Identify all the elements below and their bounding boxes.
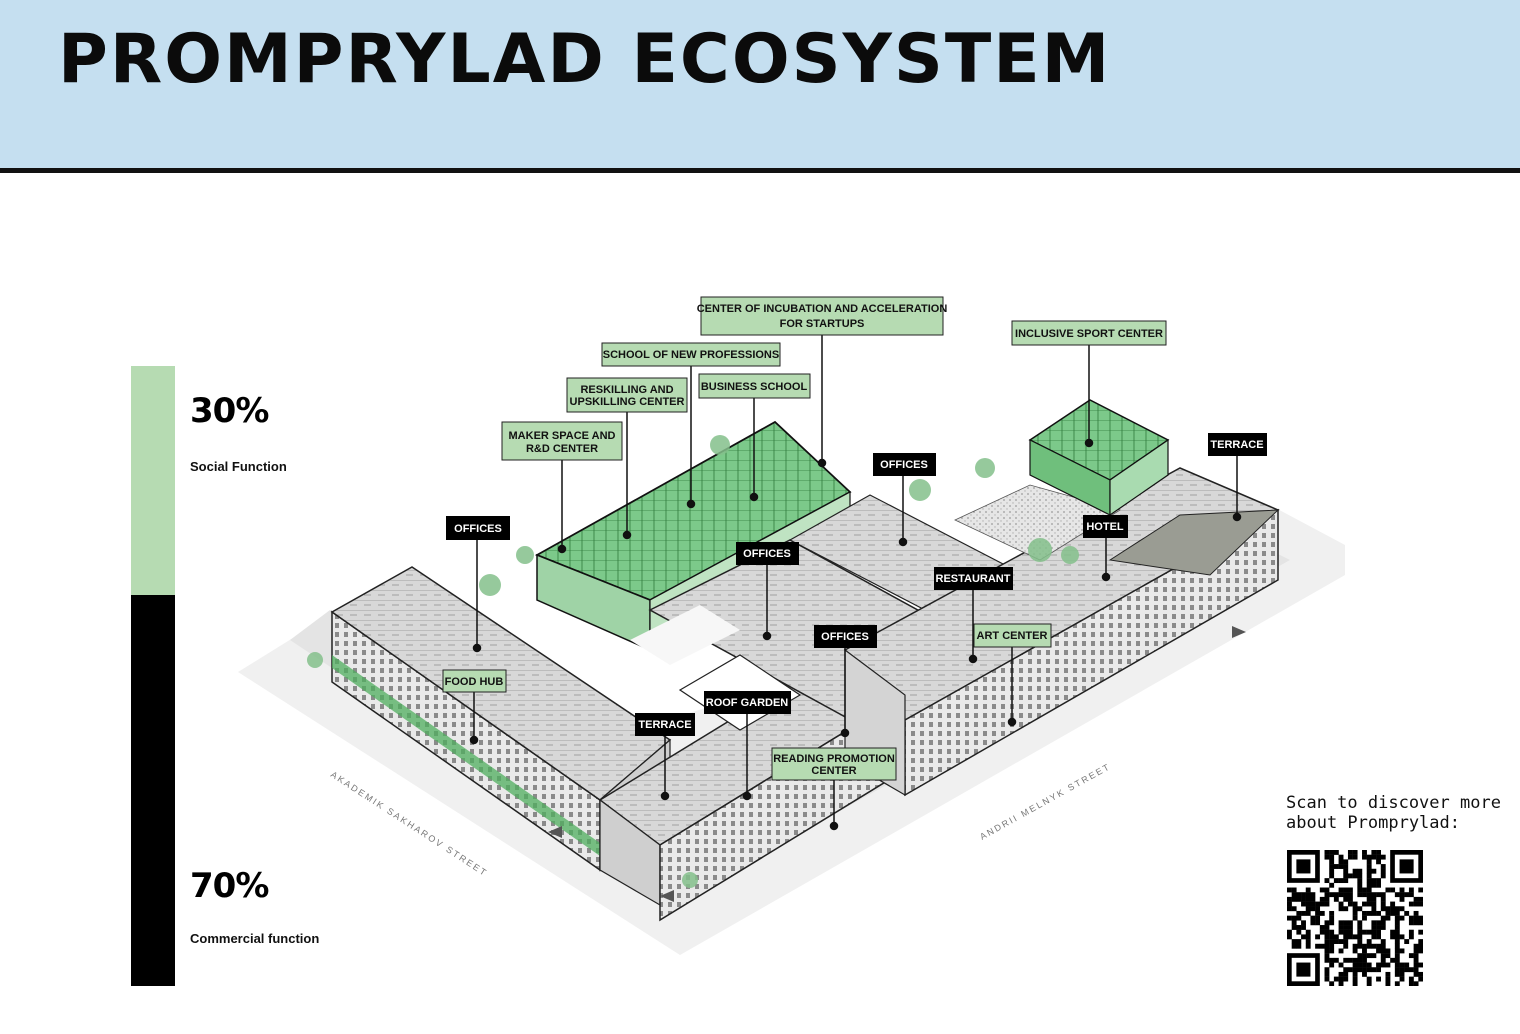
- qr-code-icon[interactable]: [1287, 850, 1423, 986]
- direction-arrow-icon: [548, 826, 562, 838]
- svg-text:FOR STARTUPS: FOR STARTUPS: [780, 318, 865, 330]
- header-banner: PROMPRYLAD ECOSYSTEM: [0, 0, 1520, 173]
- label-reskilling-center: RESKILLING AND UPSKILLING CENTER: [566, 377, 688, 413]
- label-terrace-right: TERRACE: [1208, 433, 1267, 456]
- page-title: PROMPRYLAD ECOSYSTEM: [58, 20, 1112, 99]
- social-function-bar: [131, 366, 175, 595]
- svg-text:INCLUSIVE SPORT CENTER: INCLUSIVE SPORT CENTER: [1015, 328, 1163, 340]
- commercial-function-bar: [131, 595, 175, 986]
- trees: [307, 435, 1079, 888]
- svg-text:OFFICES: OFFICES: [743, 548, 791, 560]
- svg-text:ROOF GARDEN: ROOF GARDEN: [706, 697, 789, 709]
- sport-center-block: [954, 399, 1170, 561]
- svg-text:OFFICES: OFFICES: [880, 459, 928, 471]
- commercial-percent: 70%: [190, 866, 269, 906]
- social-label: Social Function: [190, 459, 287, 474]
- label-art-center: ART CENTER: [973, 623, 1052, 648]
- label-offices-left: OFFICES: [446, 516, 510, 540]
- svg-text:RESKILLING AND: RESKILLING AND: [580, 384, 673, 396]
- social-percent: 30%: [190, 391, 269, 431]
- label-school-of-new-professions: SCHOOL OF NEW PROFESSIONS: [601, 342, 781, 367]
- svg-text:R&D CENTER: R&D CENTER: [526, 443, 598, 455]
- label-offices-middle: OFFICES: [736, 542, 799, 565]
- svg-text:TERRACE: TERRACE: [638, 719, 691, 731]
- svg-text:READING PROMOTION: READING PROMOTION: [773, 753, 895, 765]
- direction-arrow-icon: [1232, 626, 1246, 638]
- label-leader-lines: [469, 335, 1242, 831]
- label-roof-garden: ROOF GARDEN: [704, 691, 791, 714]
- label-incubation-center: CENTER OF INCUBATION AND ACCELERATION FO…: [697, 296, 948, 336]
- label-offices-center-top: OFFICES: [873, 453, 936, 476]
- svg-text:HOTEL: HOTEL: [1086, 521, 1124, 533]
- label-maker-space: MAKER SPACE AND R&D CENTER: [501, 421, 623, 461]
- svg-text:TERRACE: TERRACE: [1210, 439, 1263, 451]
- label-offices-lower: OFFICES: [814, 625, 877, 648]
- label-business-school: BUSINESS SCHOOL: [698, 373, 811, 399]
- qr-caption: Scan to discover more about Promprylad:: [1286, 793, 1501, 834]
- label-food-hub: FOOD HUB: [442, 669, 507, 693]
- svg-text:OFFICES: OFFICES: [821, 631, 869, 643]
- svg-text:CENTER OF INCUBATION AND ACCEL: CENTER OF INCUBATION AND ACCELERATION: [697, 303, 948, 315]
- svg-text:MAKER SPACE AND: MAKER SPACE AND: [509, 430, 616, 442]
- label-restaurant: RESTAURANT: [934, 567, 1013, 590]
- street-label-right: ANDRII MELNYK STREET: [978, 761, 1112, 842]
- commercial-label: Commercial function: [190, 931, 320, 946]
- svg-text:CENTER: CENTER: [811, 765, 856, 777]
- svg-text:UPSKILLING CENTER: UPSKILLING CENTER: [570, 396, 685, 408]
- svg-text:ART CENTER: ART CENTER: [977, 630, 1048, 642]
- svg-text:RESTAURANT: RESTAURANT: [936, 573, 1011, 585]
- svg-text:OFFICES: OFFICES: [454, 523, 502, 535]
- label-inclusive-sport-center: INCLUSIVE SPORT CENTER: [1011, 320, 1167, 346]
- label-terrace-left: TERRACE: [635, 713, 695, 736]
- svg-text:FOOD HUB: FOOD HUB: [445, 676, 504, 688]
- svg-text:BUSINESS SCHOOL: BUSINESS SCHOOL: [701, 381, 808, 393]
- direction-arrow-icon: [660, 890, 674, 902]
- label-hotel: HOTEL: [1083, 515, 1128, 538]
- svg-text:SCHOOL OF NEW PROFESSIONS: SCHOOL OF NEW PROFESSIONS: [603, 349, 779, 361]
- label-reading-promotion-center: READING PROMOTION CENTER: [771, 747, 897, 781]
